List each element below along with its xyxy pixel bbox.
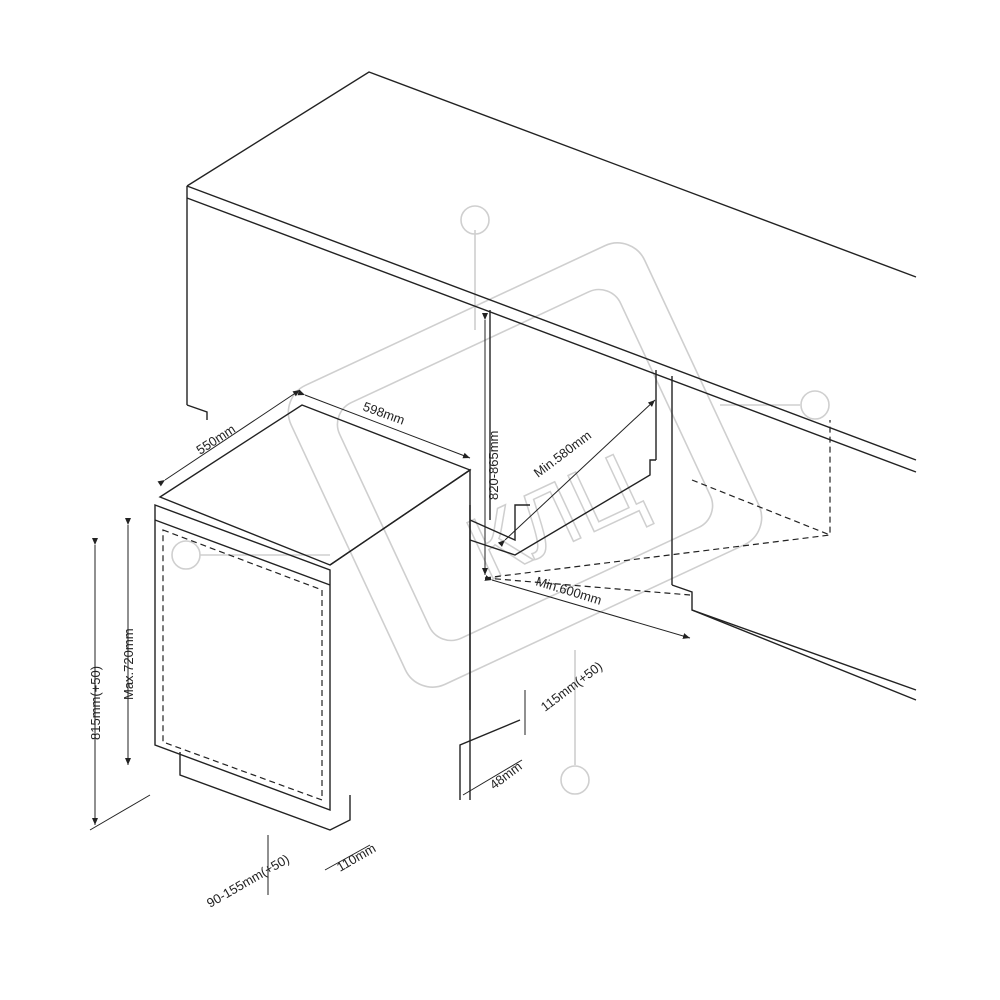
appliance-height-label: 815mm(+50) <box>88 666 103 740</box>
plinth-height-label: 115mm(+50) <box>538 658 605 714</box>
width-label: 598mm <box>361 399 407 428</box>
dishwasher-body <box>154 404 472 831</box>
plinth-offset-label: 48mm <box>487 759 525 793</box>
foot-height-label: 90-155mm(+50) <box>204 851 292 910</box>
foot-depth-label: 110mm <box>334 840 378 874</box>
door-height-label: Max.720mm <box>121 628 136 700</box>
niche <box>459 420 831 800</box>
dimension-lines <box>89 313 691 895</box>
depth-label: 550mm <box>193 421 238 457</box>
niche-height-label: 820-865mm <box>486 431 501 500</box>
countertop <box>186 71 917 701</box>
